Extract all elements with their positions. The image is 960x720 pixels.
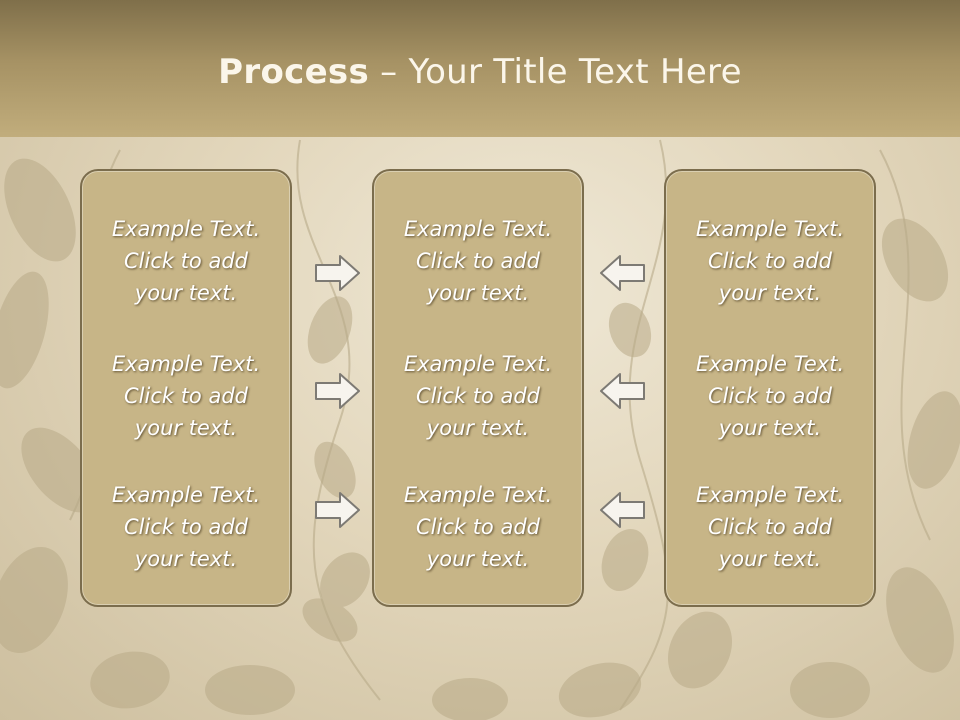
left-arrow-icon — [600, 373, 645, 409]
text-line: Example Text. — [695, 217, 845, 241]
title-bar: Process – Your Title Text Here — [0, 0, 960, 137]
text-line: your text. — [134, 281, 238, 305]
text-block[interactable]: Example Text. Click to add your text. — [374, 479, 582, 575]
text-block[interactable]: Example Text. Click to add your text. — [82, 348, 290, 444]
text-line: Example Text. — [403, 483, 553, 507]
text-line: Click to add — [415, 384, 540, 408]
right-arrow-icon — [315, 373, 360, 409]
text-line: Click to add — [123, 249, 248, 273]
text-line: Click to add — [707, 384, 832, 408]
text-line: your text. — [426, 416, 530, 440]
slide-title-bold: Process — [218, 52, 370, 92]
text-block[interactable]: Example Text. Click to add your text. — [666, 348, 874, 444]
text-line: Example Text. — [695, 483, 845, 507]
text-line: Click to add — [415, 249, 540, 273]
text-line: your text. — [718, 547, 822, 571]
text-line: Example Text. — [695, 352, 845, 376]
text-line: Example Text. — [111, 483, 261, 507]
text-line: Example Text. — [403, 352, 553, 376]
process-box-left[interactable]: Example Text. Click to add your text. Ex… — [80, 169, 292, 607]
process-box-center[interactable]: Example Text. Click to add your text. Ex… — [372, 169, 584, 607]
text-block[interactable]: Example Text. Click to add your text. — [666, 213, 874, 309]
text-block[interactable]: Example Text. Click to add your text. — [374, 213, 582, 309]
text-block[interactable]: Example Text. Click to add your text. — [666, 479, 874, 575]
slide-title-rest: – Your Title Text Here — [369, 52, 742, 92]
text-line: your text. — [426, 547, 530, 571]
left-arrow-icon — [600, 255, 645, 291]
left-arrow-icon — [600, 492, 645, 528]
text-block[interactable]: Example Text. Click to add your text. — [374, 348, 582, 444]
process-box-right[interactable]: Example Text. Click to add your text. Ex… — [664, 169, 876, 607]
text-line: Click to add — [123, 515, 248, 539]
text-line: Example Text. — [403, 217, 553, 241]
text-line: your text. — [718, 281, 822, 305]
text-line: your text. — [718, 416, 822, 440]
slide-title[interactable]: Process – Your Title Text Here — [0, 52, 960, 92]
text-line: your text. — [426, 281, 530, 305]
text-line: Example Text. — [111, 217, 261, 241]
text-line: Click to add — [707, 249, 832, 273]
text-line: Example Text. — [111, 352, 261, 376]
right-arrow-icon — [315, 255, 360, 291]
text-line: your text. — [134, 547, 238, 571]
text-line: Click to add — [707, 515, 832, 539]
text-line: your text. — [134, 416, 238, 440]
text-line: Click to add — [123, 384, 248, 408]
text-block[interactable]: Example Text. Click to add your text. — [82, 479, 290, 575]
right-arrow-icon — [315, 492, 360, 528]
text-block[interactable]: Example Text. Click to add your text. — [82, 213, 290, 309]
text-line: Click to add — [415, 515, 540, 539]
